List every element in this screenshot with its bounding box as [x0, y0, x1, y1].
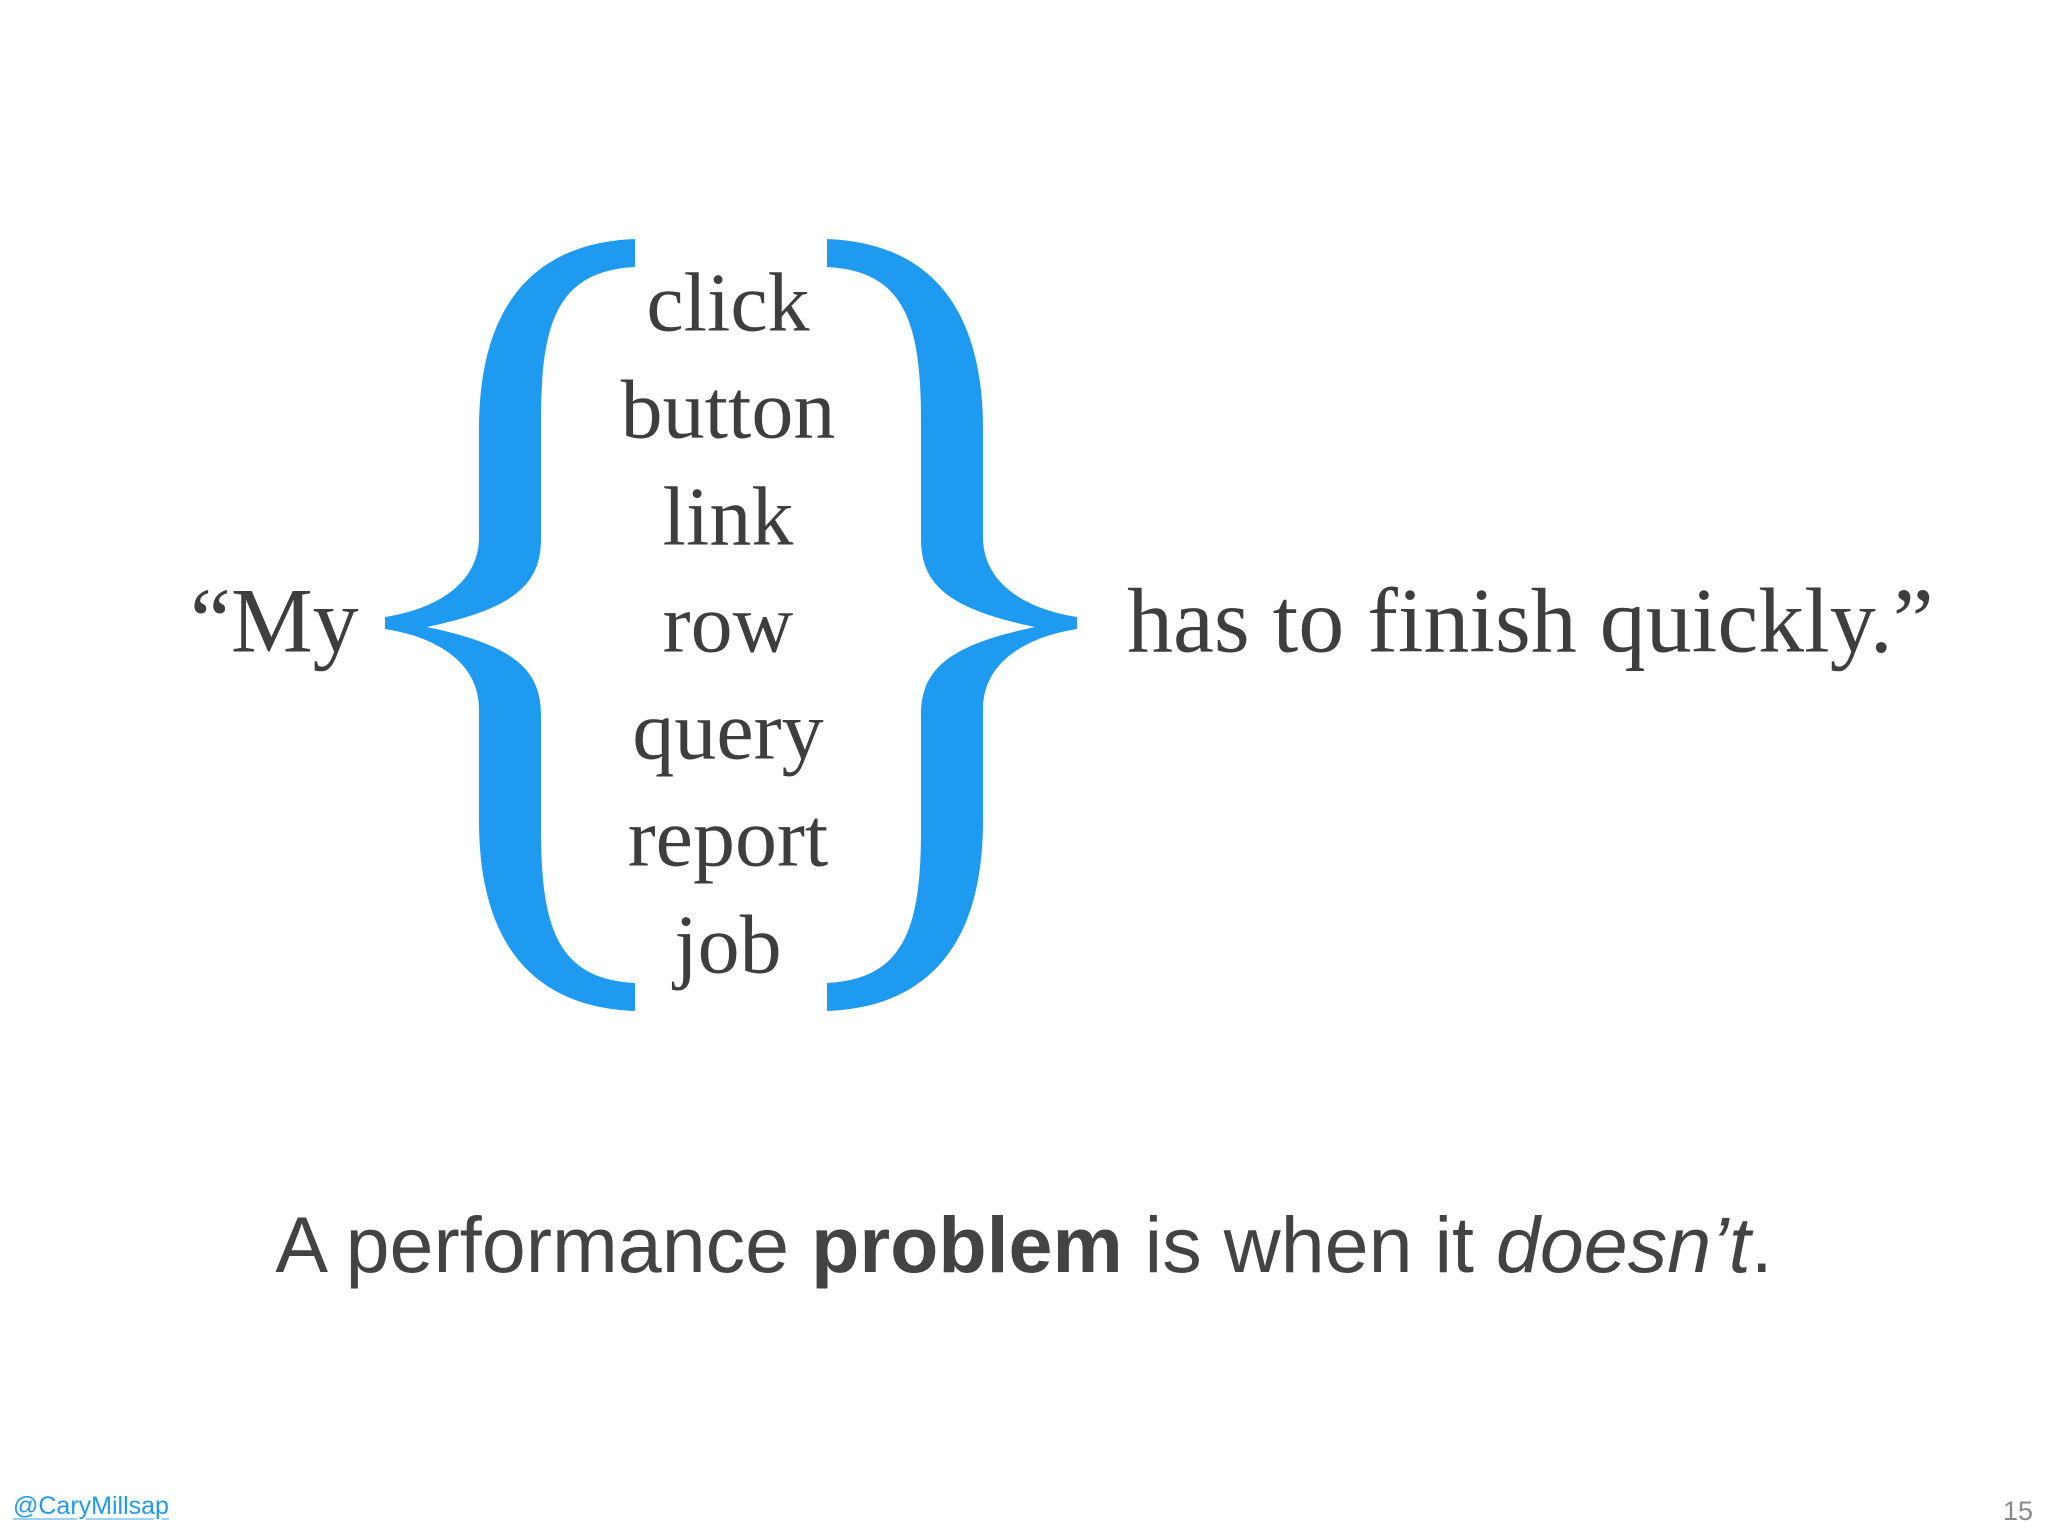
caption-line: A performance problem is when it doesn’t… — [0, 1199, 2048, 1291]
quote-suffix-text: has to finish quickly.” — [1127, 569, 1934, 672]
twitter-handle-link[interactable]: @CaryMillsap — [13, 1492, 169, 1520]
quote-prefix-text: “My — [190, 569, 359, 672]
brace-list-item: click — [646, 256, 810, 350]
brace-list-item: link — [662, 470, 794, 564]
brace-list-item: query — [632, 684, 824, 778]
page-number: 15 — [2002, 1496, 2033, 1526]
brace-list: click button link row query report job — [621, 250, 836, 999]
caption-middle: is when it — [1122, 1200, 1496, 1289]
brace-list-item: job — [674, 898, 782, 992]
brace-list-item: report — [627, 791, 829, 885]
left-brace-icon — [385, 239, 635, 1011]
brace-list-item: row — [662, 577, 794, 671]
caption-bold-word: problem — [811, 1200, 1123, 1289]
caption-italic-word: doesn’t — [1495, 1200, 1751, 1289]
caption-prefix: A performance — [275, 1200, 812, 1289]
brace-list-item: button — [620, 363, 836, 457]
caption-period: . — [1750, 1200, 1773, 1289]
right-brace-icon — [827, 239, 1077, 1011]
